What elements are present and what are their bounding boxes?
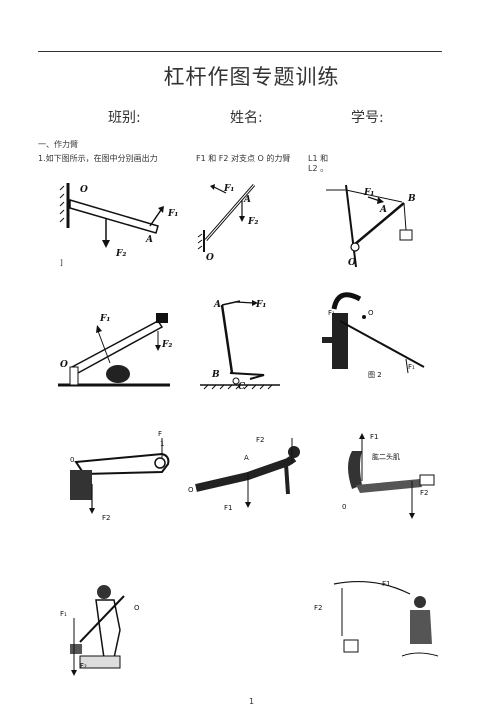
fig5-label-C: C (238, 382, 246, 392)
fig1-label-O: O (80, 185, 88, 195)
fig10-label-F2: F₂ (80, 662, 87, 670)
fig8-label-O: O (188, 486, 194, 494)
page-number: 1 (248, 697, 255, 706)
fig4-label-O: O (60, 360, 68, 370)
fig9-label-F2: F2 (420, 489, 428, 497)
stray-mark: ] (60, 259, 63, 267)
figure-pump: F₁ O F₁ 图 2 (316, 287, 431, 382)
fig2-label-A: A (243, 195, 251, 205)
fig7-label-F2: F2 (102, 514, 110, 522)
fig3-label-O: O (348, 258, 356, 268)
fig8-label-F1: F1 (224, 504, 232, 512)
section-heading: 一、作力臂 (38, 140, 78, 149)
fig3-label-F1: F₁ (363, 188, 374, 198)
figure-wall-lever: O F₁ F₂ A ] (58, 178, 188, 268)
page-title: 杠杆作图专题训练 (163, 65, 340, 89)
fig4-label-F2: F₂ (161, 340, 172, 350)
fig6-label-O: O (368, 309, 374, 317)
fig9-label-O: 0 (342, 503, 346, 511)
figure-crane: F₁ A B O (318, 184, 428, 270)
fig9-label-F1: F1 (370, 433, 378, 441)
figure-crowbar: A F₁ B C (200, 297, 290, 392)
fig2-label-F1: F₁ (223, 184, 234, 194)
figure-inclined-rod: F₁ F₂ A O (196, 180, 286, 265)
figure-arm: F1 肱二头肌 F2 0 (334, 425, 449, 525)
student-id-label: 学号: (351, 110, 384, 126)
fig7-label-1: 1 (160, 440, 164, 448)
fig10-label-O: O (134, 604, 140, 612)
top-rule (38, 51, 442, 52)
fig7-label-F: F (158, 430, 162, 438)
fig1-label-F2: F₂ (115, 249, 126, 259)
fig3-label-B: B (407, 194, 416, 204)
fig2-label-F2: F₂ (247, 217, 258, 227)
fig11-label-F1: F1 (382, 580, 390, 588)
fig1-label-F1: F₁ (167, 209, 178, 219)
fig9-label-muscle: 肱二头肌 (372, 452, 400, 461)
figure-wrench: F 1 0 F2 (66, 430, 176, 540)
name-label: 姓名: (230, 110, 263, 126)
fig5-label-A: A (213, 300, 221, 310)
question-text-2: F1 和 F2 对支点 O 的力臂 (196, 154, 291, 163)
figure-pushup: F2 A O F1 (188, 428, 308, 518)
figure-cutter: F₁ F₂ O (58, 303, 178, 393)
fig5-label-F1: F₁ (255, 300, 266, 310)
class-label: 班别: (108, 110, 141, 126)
fig5-label-B: B (211, 370, 220, 380)
fig2-label-O: O (206, 253, 214, 263)
fig7-label-O: 0 (70, 456, 74, 464)
question-text-4: L2 。 (308, 164, 329, 173)
fig4-label-F1: F₁ (99, 314, 110, 324)
fig8-label-F2: F2 (256, 436, 264, 444)
fig8-label-A: A (244, 454, 249, 462)
question-text-1: 1.如下图所示，在图中分别画出力 (38, 154, 158, 163)
fig6-label-F1: F₁ (328, 309, 335, 317)
fig3-label-A: A (379, 205, 387, 215)
fig10-label-F1: F₁ (60, 610, 67, 618)
question-text-3: L1 和 (308, 154, 329, 163)
fig6-caption: 图 2 (368, 371, 382, 379)
fig6-label-F2: F₁ (408, 363, 415, 371)
figure-fishing: F1 F2 (314, 574, 444, 674)
fig1-label-A: A (145, 235, 153, 245)
figure-shovel: F₁ O F₂ (60, 582, 160, 677)
fig11-label-F2: F2 (314, 604, 322, 612)
